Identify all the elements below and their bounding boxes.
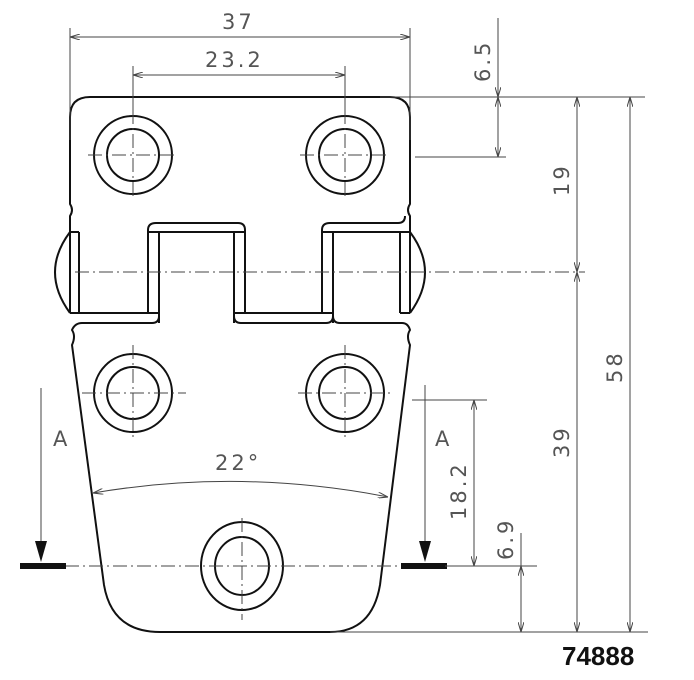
svg-text:18.2: 18.2 [447, 461, 471, 520]
section-marker-right [401, 385, 447, 569]
dim-lower-hole-spacing: 18.2 [412, 399, 487, 566]
svg-text:58: 58 [603, 350, 627, 383]
dim-taper-angle: 22° [93, 451, 388, 497]
dim-upper-leaf-height: 19 [550, 97, 577, 272]
section-label-left: A [53, 427, 70, 451]
svg-text:39: 39 [550, 425, 574, 458]
hole-mid-left [82, 345, 186, 440]
dim-top-hole-offset: 6.5 [380, 18, 645, 158]
svg-text:37: 37 [222, 10, 255, 34]
dim-overall-width: 37 [69, 10, 411, 140]
section-label-right: A [435, 427, 452, 451]
upper-leaf-outline [69, 96, 411, 233]
dim-overall-height: 58 [603, 97, 630, 632]
svg-text:6.5: 6.5 [471, 40, 495, 82]
svg-text:6.9: 6.9 [494, 518, 518, 560]
section-marker-left [20, 388, 66, 569]
hinge-knuckles [69, 231, 411, 323]
part-number: 74888 [562, 641, 634, 671]
lower-leaf-outline [71, 315, 411, 633]
hole-top-right [300, 110, 390, 200]
svg-text:19: 19 [550, 163, 574, 196]
svg-text:23.2: 23.2 [205, 48, 264, 72]
pin-cap-left [54, 231, 71, 314]
mounting-holes [82, 110, 392, 620]
hole-mid-right [298, 345, 392, 440]
svg-text:22°: 22° [215, 451, 261, 475]
dim-bottom-hole-offset: 6.9 [445, 518, 537, 632]
dim-lower-leaf-height: 39 [550, 272, 577, 632]
dim-hole-spacing: 23.2 [132, 48, 346, 110]
hole-bottom [200, 518, 284, 620]
hole-top-left [88, 110, 178, 200]
